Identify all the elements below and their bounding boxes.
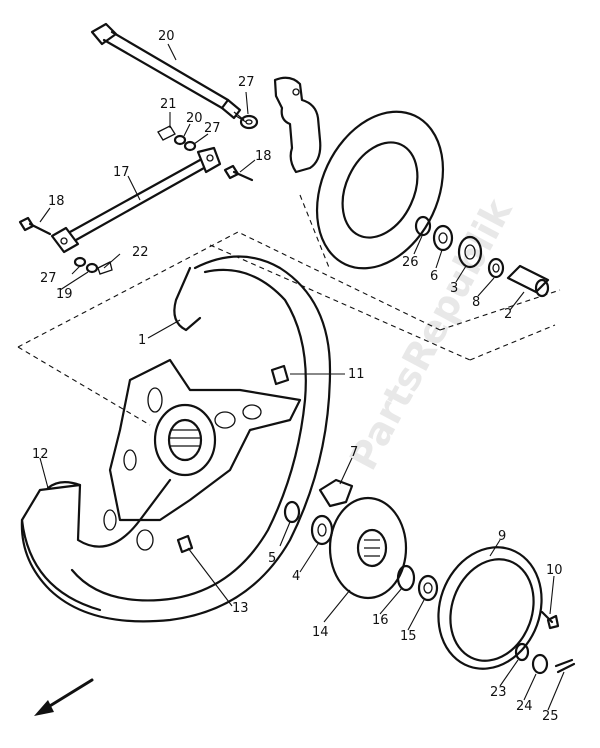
- callout-9: 9: [498, 529, 506, 544]
- callout-18-upper: 18: [255, 149, 272, 164]
- front-direction-arrow: [34, 678, 94, 716]
- callout-27-lower: 27: [40, 271, 57, 286]
- bearing-15: [417, 574, 439, 602]
- collar-8: [487, 257, 505, 279]
- bolt-upper: [223, 164, 254, 182]
- spacer-2: [506, 264, 550, 298]
- callout-23: 24: [516, 699, 533, 714]
- clutch-hub: [328, 496, 408, 600]
- callout-17: 17: [113, 165, 130, 180]
- wheel-spokes: [103, 358, 302, 551]
- brake-drum: [437, 546, 543, 670]
- damper-7: [318, 478, 354, 508]
- callout-2: 2: [504, 307, 512, 322]
- callout-14: 14: [312, 625, 329, 640]
- callout-7: 7: [350, 445, 358, 460]
- callout-numbers: 20 27 21 20 27 18 17 18 22 27 19 1 11 12…: [32, 29, 563, 724]
- assembly-guide-lines: [17, 194, 561, 426]
- torque-rod: [50, 146, 222, 254]
- valve: [176, 534, 194, 554]
- watermark: PartsRepublik: [341, 191, 521, 477]
- callout-5: 5: [268, 551, 276, 566]
- wheel-rim: [20, 255, 332, 623]
- spacer-25: [414, 215, 432, 237]
- callout-15: 15: [400, 629, 417, 644]
- callout-18-lower: 18: [48, 194, 65, 209]
- callout-24: 25: [542, 709, 559, 724]
- bolt-lower: [18, 216, 52, 236]
- washer-22: [514, 642, 530, 662]
- callout-20-upper: 21: [160, 97, 177, 112]
- callout-21: 20: [158, 29, 175, 44]
- callout-11: 11: [348, 367, 365, 382]
- callout-22: 23: [490, 685, 507, 700]
- bolt-10: [540, 610, 560, 630]
- washer-clip-set-lower: [73, 256, 113, 275]
- callout-26: 27: [238, 75, 255, 90]
- bearing-6: [432, 224, 454, 252]
- cotter-pin-24: [554, 658, 576, 674]
- oil-seal-3: [457, 235, 483, 269]
- callout-8: 8: [472, 295, 480, 310]
- callout-19-lower: 19: [56, 287, 73, 302]
- callout-1: 1: [138, 333, 146, 348]
- callout-6: 6: [430, 269, 438, 284]
- tire-section: [46, 481, 82, 490]
- callout-25: 26: [402, 255, 419, 270]
- callout-12: 12: [32, 447, 49, 462]
- nut-23: [531, 653, 549, 675]
- callout-4: 4: [292, 569, 300, 584]
- axle: [90, 22, 247, 123]
- leader-lines: [39, 43, 565, 711]
- callout-19-upper: 20: [186, 111, 203, 126]
- wheel-hub: [153, 403, 217, 477]
- o-ring-16: [396, 564, 416, 592]
- callout-10: 10: [546, 563, 563, 578]
- callout-3: 3: [450, 281, 458, 296]
- axle-nut: [239, 114, 259, 130]
- balance-weight: [270, 364, 290, 386]
- callout-16: 16: [372, 613, 389, 628]
- callout-20-lower: 22: [132, 245, 149, 260]
- bearing-4: [310, 514, 334, 546]
- brake-bracket: [273, 76, 322, 174]
- callout-27-upper: 27: [204, 121, 221, 136]
- brake-disc: [315, 110, 445, 270]
- washer-clip-set-upper: [157, 125, 197, 152]
- o-ring-5: [283, 500, 301, 524]
- callout-13: 13: [232, 601, 249, 616]
